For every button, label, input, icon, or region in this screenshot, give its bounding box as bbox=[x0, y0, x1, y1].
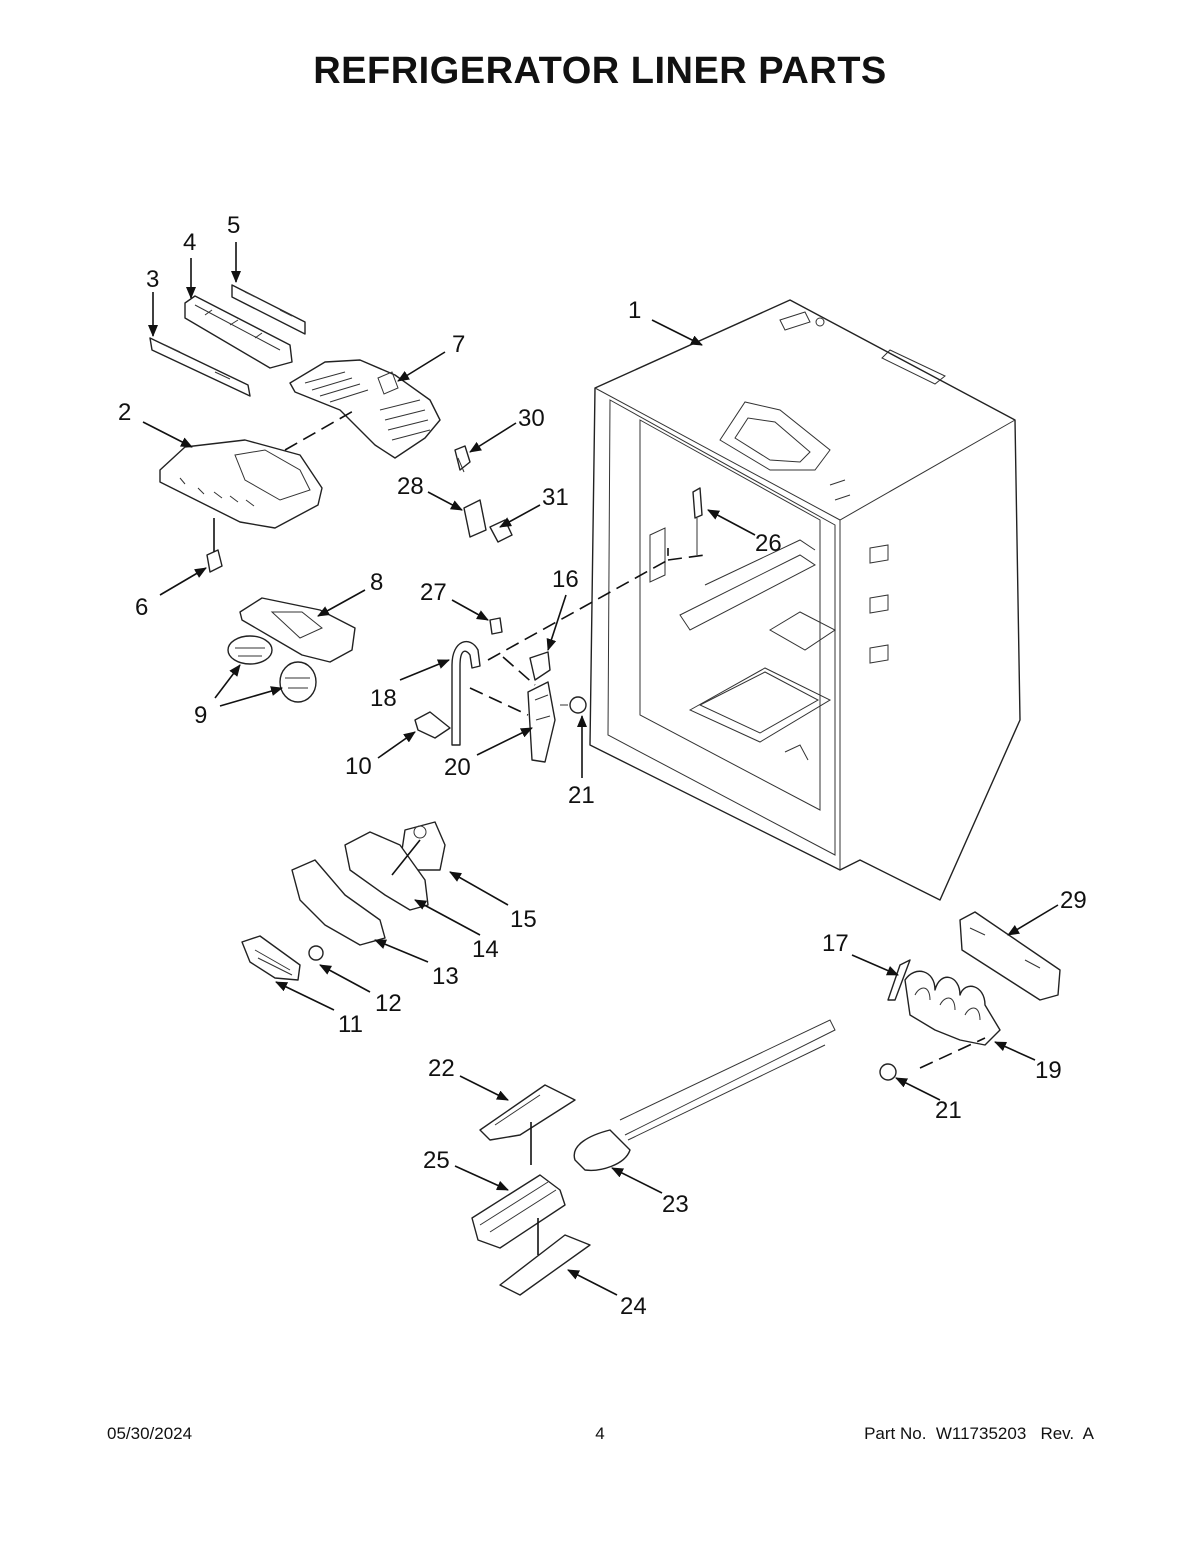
callout-19: 19 bbox=[1035, 1057, 1062, 1084]
callout-6: 6 bbox=[135, 594, 148, 621]
callout-5: 5 bbox=[227, 212, 240, 239]
part-screw-12 bbox=[308, 945, 324, 961]
callout-20: 20 bbox=[444, 754, 471, 781]
part-knob-9b bbox=[279, 661, 317, 703]
part-filter-25 bbox=[471, 1174, 566, 1249]
callout-16: 16 bbox=[552, 566, 579, 593]
part-tube-23 bbox=[573, 1019, 836, 1172]
callout-14: 14 bbox=[472, 936, 499, 963]
callout-30: 30 bbox=[518, 405, 545, 432]
callouts: 1 2 3 4 5 6 7 8 9 10 11 12 13 14 15 16 1… bbox=[118, 212, 1087, 1320]
part-liner bbox=[589, 299, 1021, 901]
assembly-lines bbox=[213, 409, 986, 1255]
part-diffuser-7 bbox=[289, 359, 441, 459]
footer-part-number: Part No. W11735203 Rev. A bbox=[864, 1424, 1094, 1443]
callout-15: 15 bbox=[510, 906, 537, 933]
part-cover-16 bbox=[529, 651, 551, 681]
part-bar-3 bbox=[149, 337, 251, 397]
part-clip-27 bbox=[489, 617, 503, 635]
page-title: REFRIGERATOR LINER PARTS bbox=[313, 50, 887, 92]
callout-22: 22 bbox=[428, 1055, 455, 1082]
part-trim-11 bbox=[241, 935, 301, 981]
callout-11: 11 bbox=[338, 1011, 363, 1038]
part-lens-20 bbox=[527, 681, 556, 763]
callout-7: 7 bbox=[452, 331, 465, 358]
part-sensor-26 bbox=[692, 487, 703, 555]
part-heater-19 bbox=[904, 970, 1001, 1046]
part-bar-5 bbox=[231, 284, 306, 335]
callout-3: 3 bbox=[146, 266, 159, 293]
callout-21b: 21 bbox=[935, 1097, 962, 1124]
part-bracket-10 bbox=[414, 711, 451, 739]
part-knob-9a bbox=[227, 635, 273, 665]
part-switch-6 bbox=[206, 549, 223, 573]
leader-lines bbox=[142, 242, 1059, 1296]
part-bracket-28 bbox=[463, 499, 487, 538]
part-bezel-13 bbox=[291, 859, 386, 946]
footer-date: 05/30/2024 bbox=[107, 1424, 193, 1443]
callout-10: 10 bbox=[345, 753, 372, 780]
part-filter-head-22 bbox=[479, 1084, 576, 1141]
part-thermistor-30 bbox=[454, 445, 471, 473]
part-screw-21a bbox=[560, 696, 587, 714]
part-hose-18 bbox=[451, 640, 481, 746]
callout-26: 26 bbox=[755, 530, 782, 557]
callout-12: 12 bbox=[375, 990, 402, 1017]
part-control-housing-2 bbox=[159, 439, 323, 529]
callout-18: 18 bbox=[370, 685, 397, 712]
callout-31: 31 bbox=[542, 484, 569, 511]
callout-4: 4 bbox=[183, 229, 196, 256]
callout-9: 9 bbox=[194, 702, 207, 729]
part-tube-17 bbox=[887, 959, 911, 1001]
part-bracket-29 bbox=[959, 911, 1061, 1001]
part-bracket-31 bbox=[489, 519, 513, 543]
footer-page-number: 4 bbox=[595, 1424, 605, 1443]
callout-29: 29 bbox=[1060, 887, 1087, 914]
callout-2: 2 bbox=[118, 399, 131, 426]
callout-24: 24 bbox=[620, 1293, 647, 1320]
callout-8: 8 bbox=[370, 569, 383, 596]
callout-27: 27 bbox=[420, 579, 447, 606]
callout-21a: 21 bbox=[568, 782, 595, 809]
callout-25: 25 bbox=[423, 1147, 450, 1174]
callout-13: 13 bbox=[432, 963, 459, 990]
part-housing-14 bbox=[344, 831, 429, 911]
callout-28: 28 bbox=[397, 473, 424, 500]
callout-1: 1 bbox=[628, 297, 641, 324]
part-door-24 bbox=[499, 1234, 591, 1296]
callout-23: 23 bbox=[662, 1191, 689, 1218]
callout-17: 17 bbox=[822, 930, 849, 957]
part-screw-21b bbox=[879, 1063, 897, 1081]
